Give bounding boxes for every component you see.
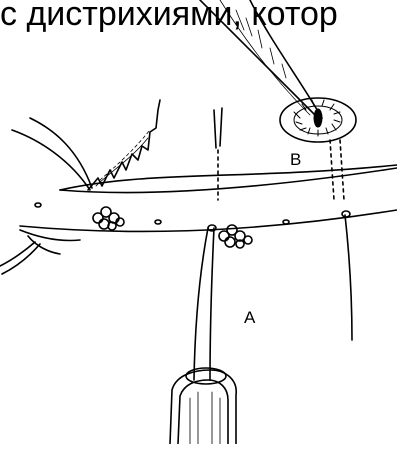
- caption-text: с дистрихиями, котор: [0, 0, 338, 34]
- electrode-needle-lower: [194, 228, 208, 380]
- label-b: B: [290, 150, 301, 170]
- lesion-left: [93, 207, 124, 230]
- globe-outline: [60, 165, 397, 190]
- label-a: A: [244, 308, 255, 328]
